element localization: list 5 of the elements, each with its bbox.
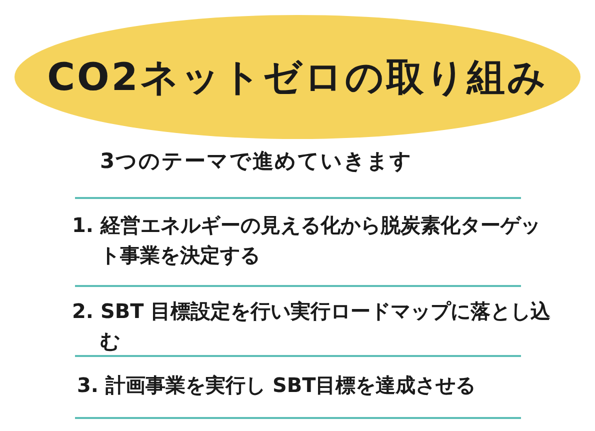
subtitle-text: 3つのテーマで進めていきます <box>100 148 414 175</box>
list-item: 1. 経営エネルギーの見える化から脱炭素化ターゲット事業を決定する <box>72 212 542 269</box>
title-text: CO2ネットゼロの取り組み <box>47 54 548 100</box>
list-item: 3. 計画事業を実行し SBT目標を達成させる <box>77 372 477 399</box>
list-item: 2. SBT 目標設定を行い実行ロードマップに落とし込む <box>72 298 552 355</box>
